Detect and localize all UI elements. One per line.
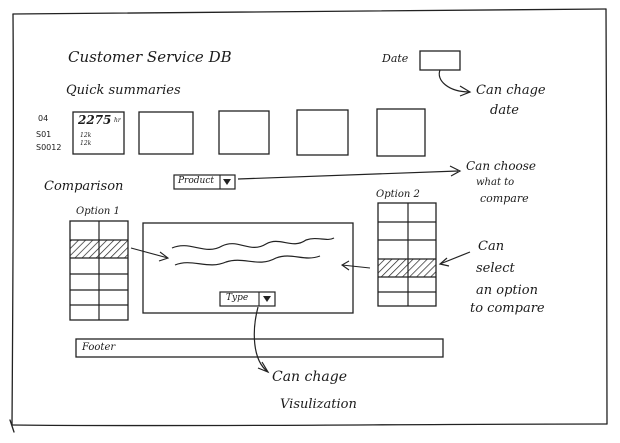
option1-arrow <box>130 247 169 259</box>
compare-note-line: what to <box>476 177 515 188</box>
date-note-line: Can chage <box>476 83 546 98</box>
select-note-line: to compare <box>470 301 545 316</box>
page-title: Customer Service DB <box>68 48 232 66</box>
date-picker-box[interactable] <box>419 50 461 71</box>
chart-line-2 <box>174 255 321 266</box>
visualization-note-line: Visulization <box>280 397 357 412</box>
summary-row-label: S0012 <box>36 143 62 152</box>
summary-card[interactable] <box>296 109 349 156</box>
comparison-selector[interactable] <box>173 174 236 190</box>
visualization-note-arrowhead <box>257 361 270 374</box>
select-note-line: select <box>476 261 515 276</box>
date-label: Date <box>382 52 409 65</box>
summary-card[interactable] <box>376 108 426 157</box>
chevron-down-icon <box>263 296 271 302</box>
option2-arrowhead <box>340 260 350 271</box>
chart-area <box>142 222 354 314</box>
summary-card[interactable] <box>138 111 194 155</box>
summary-row-label: 04 <box>38 114 49 123</box>
option2-arrow <box>341 264 371 269</box>
option1-arrowhead <box>158 251 170 262</box>
quick-summaries-heading: Quick summaries <box>66 83 181 98</box>
summary-cards <box>72 108 426 157</box>
select-note-line: Can <box>478 239 505 254</box>
select-note-arrow <box>439 251 471 265</box>
summary-row-label: S01 <box>36 130 52 139</box>
option2-selected-row[interactable] <box>378 259 436 277</box>
select-note-line: an option <box>476 283 538 298</box>
compare-note-arrowhead <box>449 165 462 177</box>
summary-card[interactable] <box>218 110 270 155</box>
visualization-note-arrow <box>253 306 269 373</box>
page-frame <box>9 8 608 433</box>
summary-card-line: 12k <box>80 140 92 147</box>
date-note-arrow <box>438 69 471 93</box>
chevron-down-icon <box>223 179 231 185</box>
type-selector-value: Type <box>226 293 249 303</box>
summary-card-value: 2275 <box>78 113 112 127</box>
summary-card-unit: hr <box>114 117 121 124</box>
option2-label: Option 2 <box>376 189 420 200</box>
comparison-label: Comparison <box>44 179 124 194</box>
chart-line-1 <box>171 237 335 251</box>
option2-table <box>377 202 437 307</box>
date-note-arrowhead <box>459 85 472 97</box>
option1-label: Option 1 <box>76 206 120 217</box>
option1-table <box>69 220 129 321</box>
footer-label: Footer <box>82 342 116 353</box>
footer-bar <box>75 338 444 358</box>
comparison-selector-value: Product <box>178 176 214 186</box>
compare-note-line: compare <box>480 192 529 205</box>
compare-note-arrow <box>237 170 459 180</box>
visualization-note-line: Can chage <box>272 369 347 385</box>
summary-card[interactable] <box>72 111 125 155</box>
type-selector[interactable] <box>219 291 276 307</box>
summary-card-line: 12k <box>80 132 92 139</box>
select-note-arrowhead <box>438 257 450 267</box>
date-note-line: date <box>490 103 519 118</box>
compare-note-line: Can choose <box>466 159 537 173</box>
